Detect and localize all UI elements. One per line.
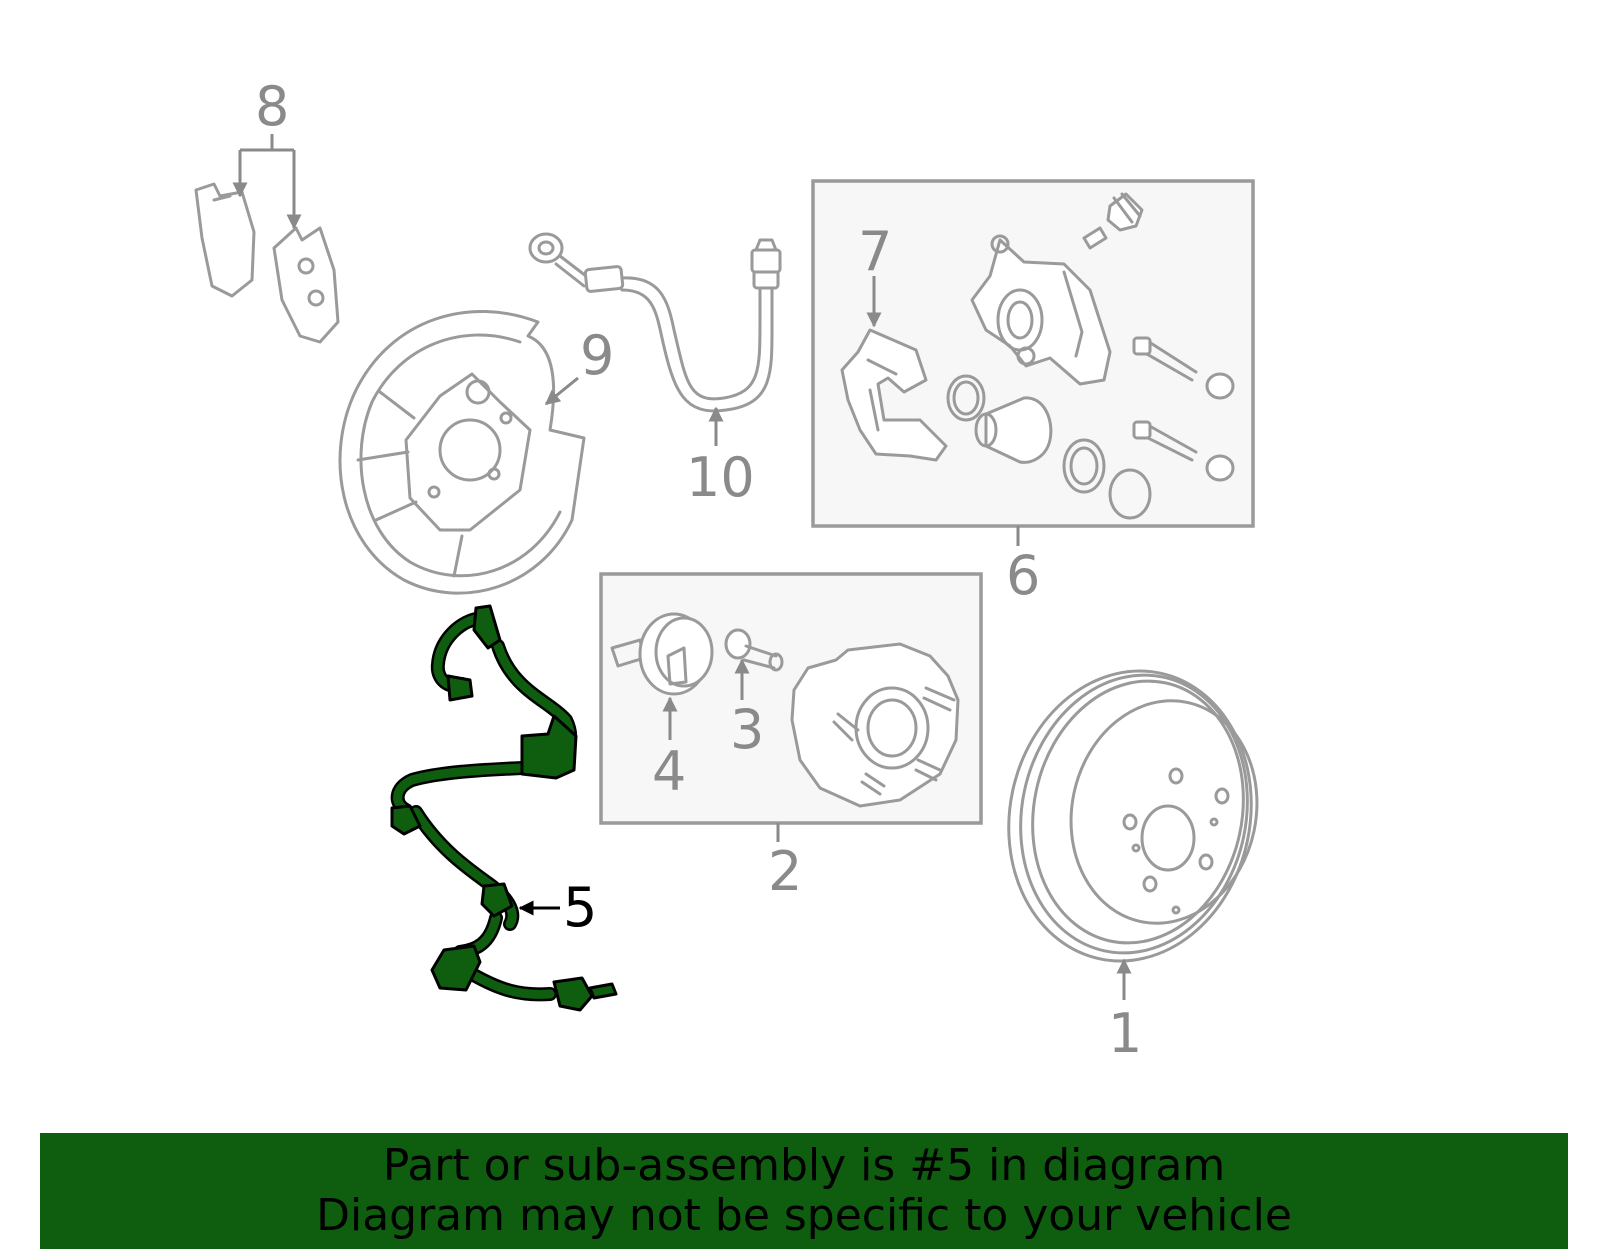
callout-2: 2 bbox=[768, 840, 802, 903]
dust-shield-icon bbox=[338, 310, 586, 595]
callout-9: 9 bbox=[580, 324, 614, 387]
callout-5: 5 bbox=[563, 876, 597, 939]
callout-4: 4 bbox=[652, 740, 686, 803]
callout-10: 10 bbox=[686, 446, 755, 509]
brake-pad-icon bbox=[194, 182, 340, 344]
abs-sensor-icon bbox=[390, 604, 618, 1012]
caliper-icon bbox=[840, 192, 1235, 520]
brake-hose-icon bbox=[528, 232, 782, 413]
banner-line-1: Part or sub-assembly is #5 in diagram bbox=[382, 1140, 1226, 1191]
banner-line-2: Diagram may not be specific to your vehi… bbox=[316, 1190, 1292, 1241]
callout-7: 7 bbox=[858, 220, 892, 283]
info-banner: Part or sub-assembly is #5 in diagram Di… bbox=[40, 1133, 1568, 1249]
callout-8: 8 bbox=[255, 75, 289, 138]
callout-6: 6 bbox=[1006, 544, 1040, 607]
callout-3: 3 bbox=[730, 698, 764, 761]
leader-9 bbox=[544, 376, 579, 406]
leader-8 bbox=[232, 134, 294, 228]
callout-1: 1 bbox=[1108, 1002, 1142, 1065]
rotor-icon bbox=[1007, 669, 1259, 963]
hub-bearing-icon bbox=[610, 612, 960, 808]
